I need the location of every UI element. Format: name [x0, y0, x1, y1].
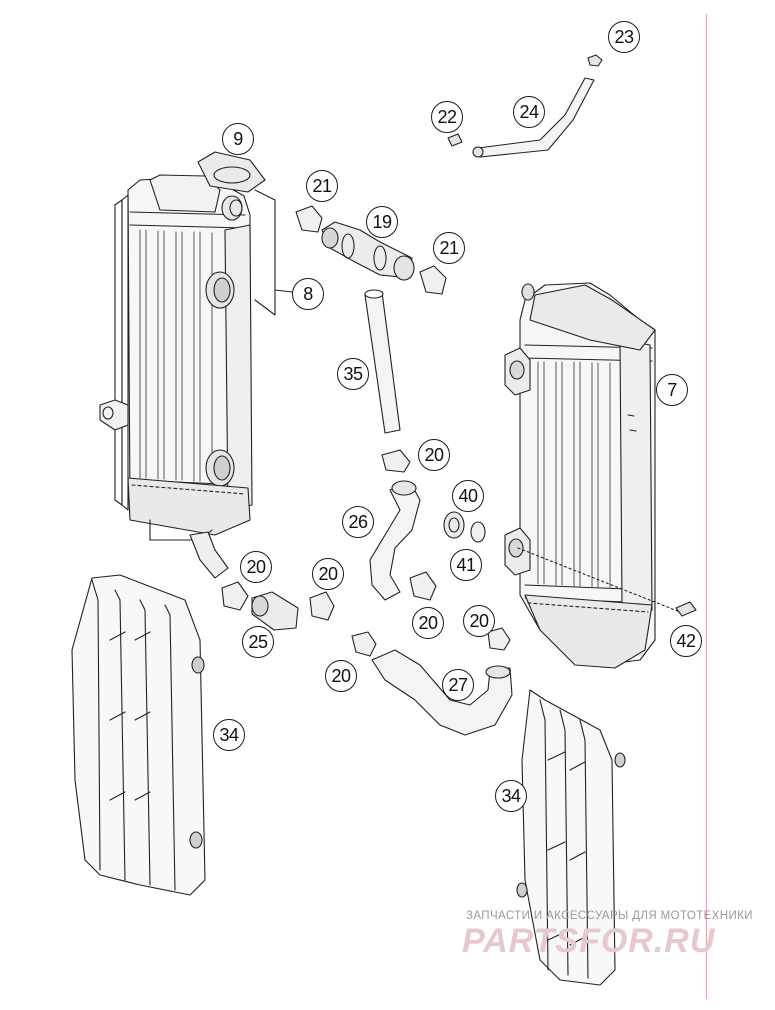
clip-23	[587, 54, 603, 67]
callout-8[interactable]: 8	[292, 278, 324, 310]
callout-41[interactable]: 41	[450, 549, 482, 581]
callout-21-b[interactable]: 21	[433, 232, 465, 264]
callout-20-f[interactable]: 20	[325, 660, 357, 692]
callout-34[interactable]: 34	[213, 719, 245, 751]
hose-27	[371, 649, 513, 736]
right-shroud	[516, 689, 626, 986]
watermark-logo: PARTSFOR.RU	[462, 922, 715, 961]
right-radiator-core	[537, 361, 611, 589]
clamp-20f	[351, 631, 377, 657]
overflow-hose	[477, 77, 595, 158]
callout-27[interactable]: 27	[442, 669, 474, 701]
seal-40	[443, 511, 465, 539]
t-fitting	[321, 221, 415, 281]
clamp-20b	[221, 581, 249, 611]
clamp-20e	[487, 627, 511, 651]
clamp-20a	[381, 449, 411, 473]
callout-20-d[interactable]: 20	[412, 607, 444, 639]
watermark-logo-left: PARTS	[462, 922, 580, 960]
callout-35[interactable]: 35	[337, 358, 369, 390]
callout-20-e[interactable]: 20	[463, 605, 495, 637]
callout-9[interactable]: 9	[222, 123, 254, 155]
callout-25[interactable]: 25	[242, 626, 274, 658]
right-radiator	[504, 282, 681, 669]
left-radiator-core	[139, 229, 213, 483]
bolt-42	[675, 601, 697, 617]
clamp-20c	[309, 591, 335, 621]
clamp-21a	[295, 205, 323, 233]
clip-22	[447, 133, 463, 147]
callout-20-b[interactable]: 20	[240, 551, 272, 583]
left-radiator	[99, 151, 293, 579]
margin-guide-line	[706, 14, 707, 999]
callout-23[interactable]: 23	[608, 21, 640, 53]
callout-26[interactable]: 26	[342, 506, 374, 538]
clamp-21b	[419, 265, 447, 295]
callout-40[interactable]: 40	[452, 480, 484, 512]
callout-20-c[interactable]: 20	[312, 558, 344, 590]
callout-7[interactable]: 7	[656, 374, 688, 406]
callout-21[interactable]: 21	[306, 170, 338, 202]
hose-26	[369, 481, 421, 601]
callout-24[interactable]: 24	[513, 96, 545, 128]
watermark-logo-right: FOR.RU	[579, 922, 716, 960]
callout-34-b[interactable]: 34	[495, 780, 527, 812]
clamp-20d	[409, 571, 437, 601]
callout-20[interactable]: 20	[418, 439, 450, 471]
left-shroud	[71, 574, 206, 896]
ring-41	[470, 521, 486, 543]
callout-42[interactable]: 42	[670, 625, 702, 657]
watermark-caption: ЗАПЧАСТИ И АКСЕССУАРЫ ДЛЯ МОТОТЕХНИКИ	[466, 910, 753, 922]
callout-22[interactable]: 22	[431, 101, 463, 133]
callout-19[interactable]: 19	[366, 206, 398, 238]
pipe-35	[364, 291, 401, 434]
